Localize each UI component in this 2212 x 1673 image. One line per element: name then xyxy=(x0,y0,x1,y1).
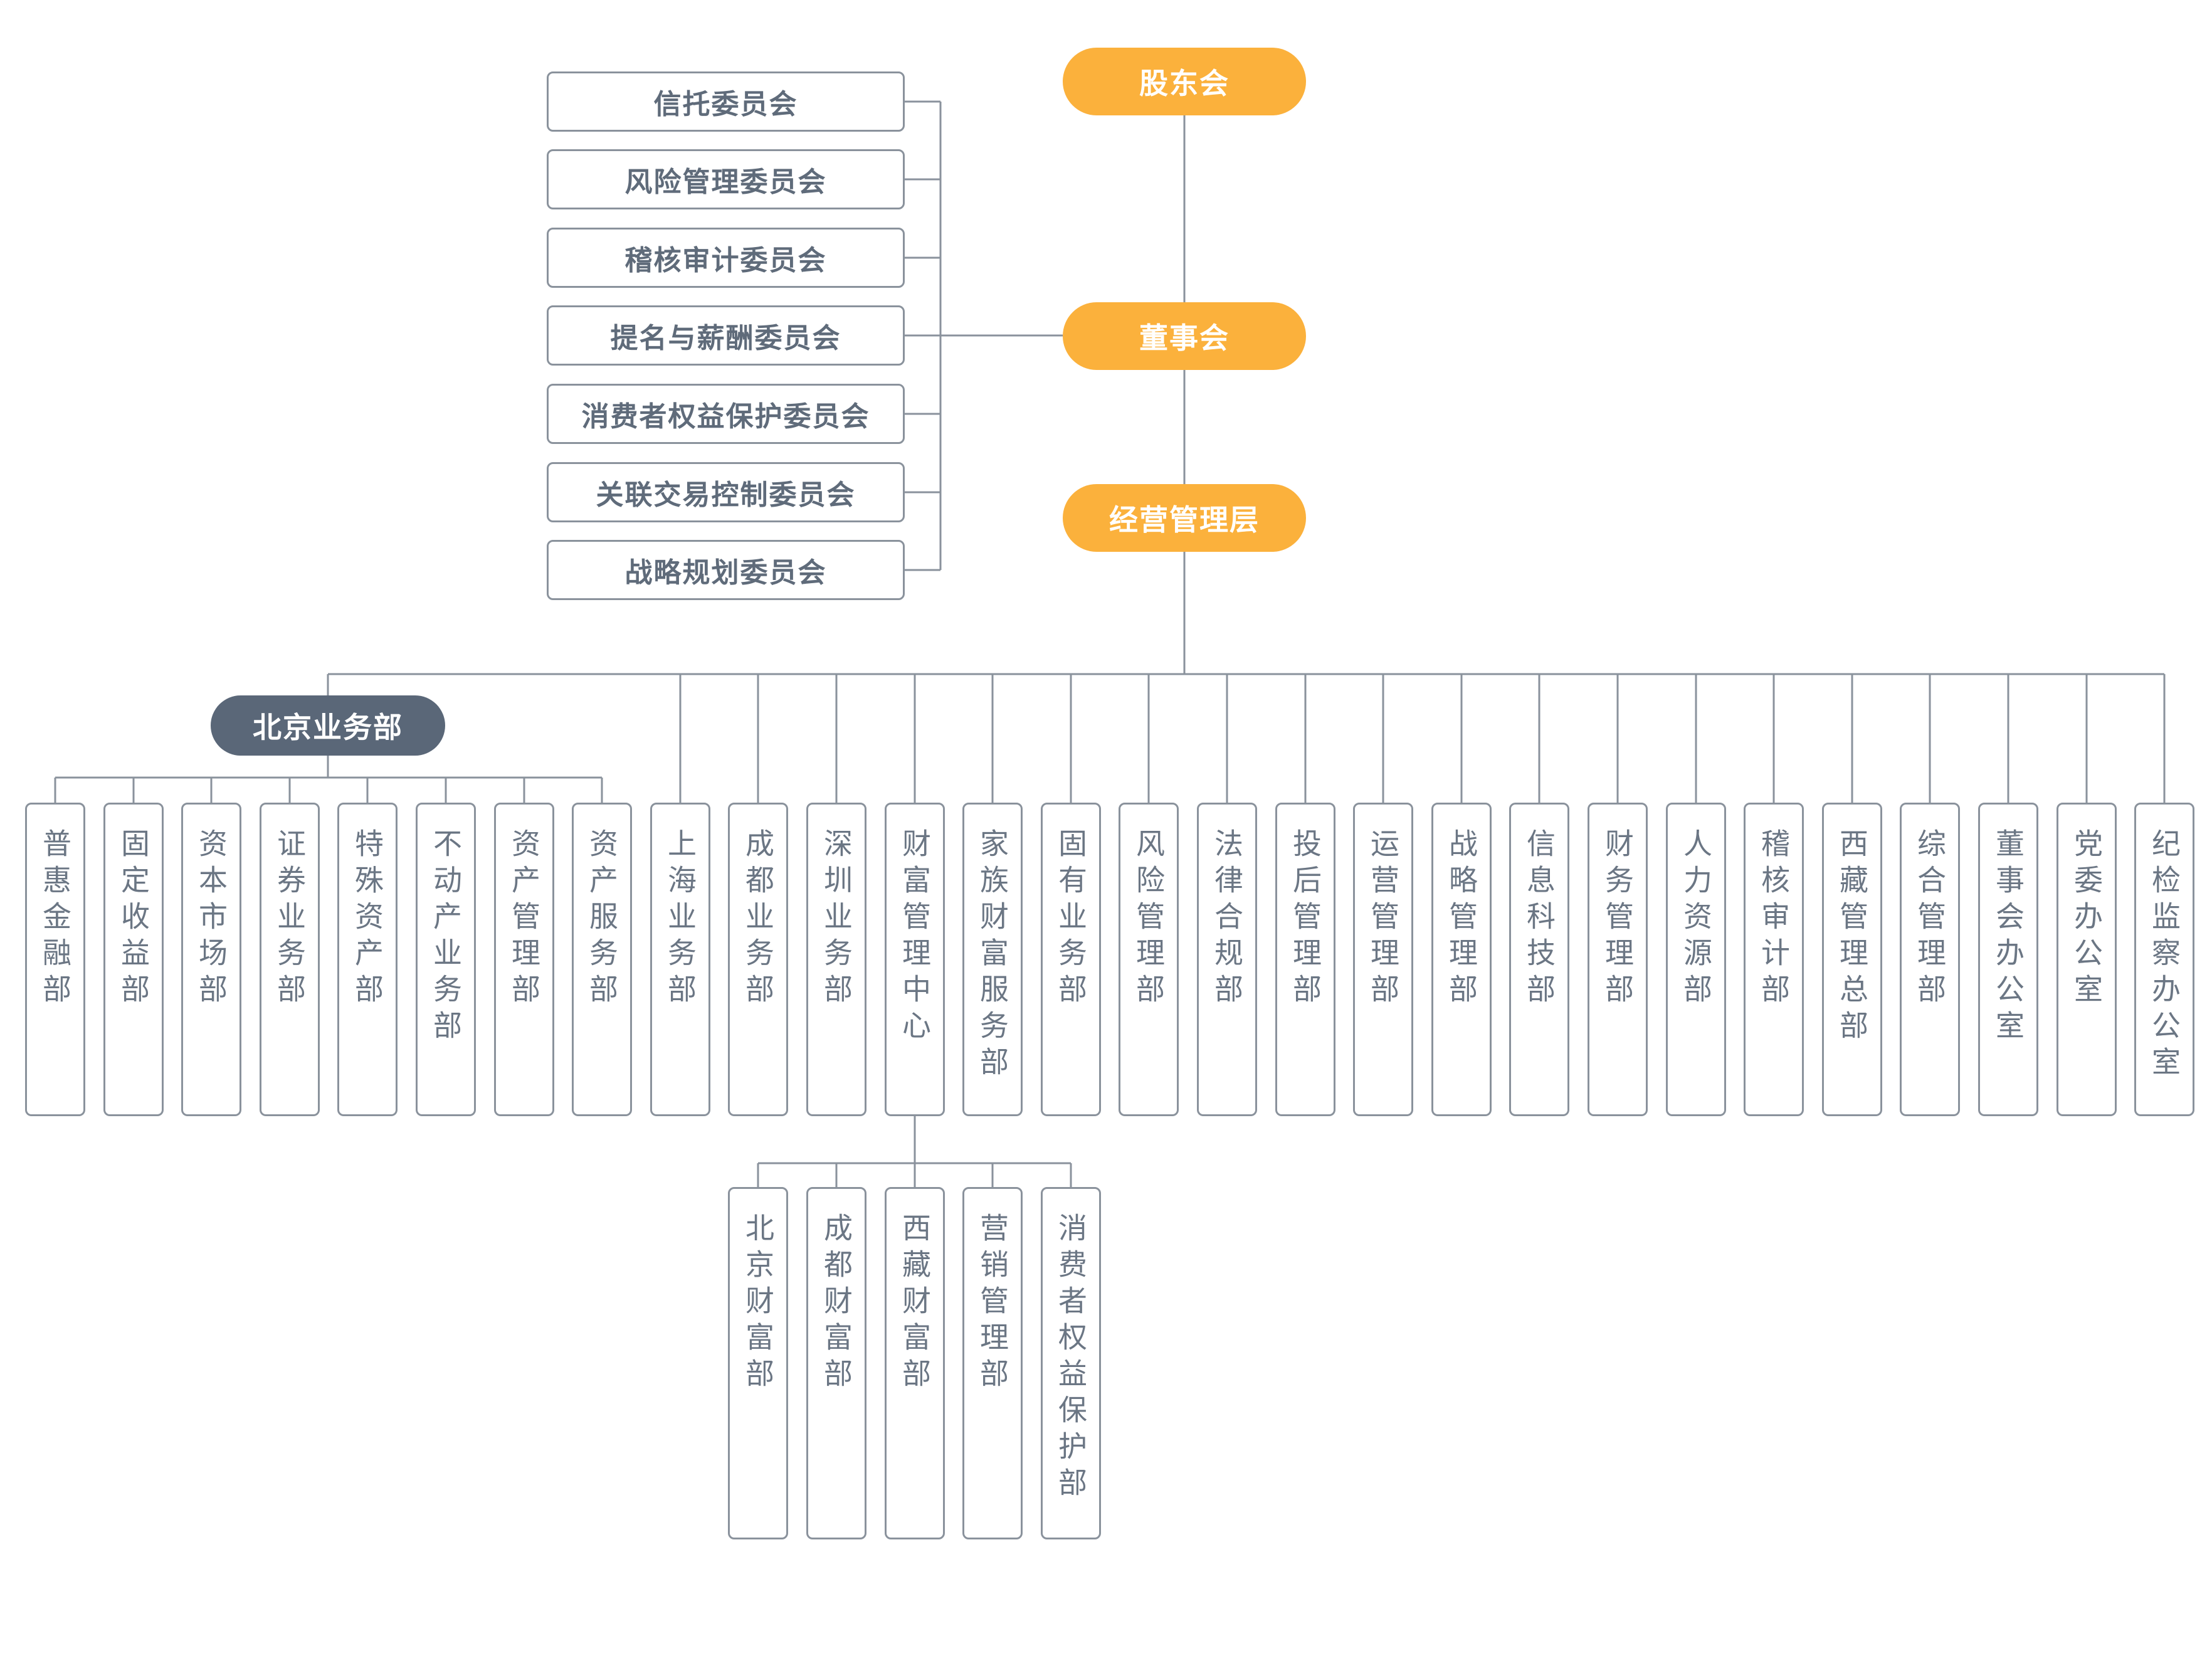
department-box: 信息科技部 xyxy=(1509,803,1569,1116)
committee-box: 消费者权益保护委员会 xyxy=(547,384,905,444)
department-box: 综合管理部 xyxy=(1900,803,1960,1116)
management-node: 经营管理层 xyxy=(1063,484,1306,552)
department-box: 深圳业务部 xyxy=(806,803,866,1116)
wealth-sub-label: 西藏财富部 xyxy=(898,1213,931,1395)
beijing-sub-box: 不动产业务部 xyxy=(416,803,476,1116)
wealth-sub-label: 营销管理部 xyxy=(976,1213,1009,1395)
board-label: 董事会 xyxy=(1139,322,1230,354)
committee-box: 风险管理委员会 xyxy=(547,149,905,209)
committee-label: 战略规划委员会 xyxy=(624,557,827,588)
beijing-sub-box: 证券业务部 xyxy=(260,803,320,1116)
beijing-sub-box: 普惠金融部 xyxy=(25,803,85,1116)
department-box: 法律合规部 xyxy=(1197,803,1257,1116)
wealth-sub-box: 消费者权益保护部 xyxy=(1041,1187,1101,1539)
committee-label: 提名与薪酬委员会 xyxy=(610,323,841,354)
committee-label: 关联交易控制委员会 xyxy=(596,480,856,510)
wealth-sub-box: 营销管理部 xyxy=(962,1187,1023,1539)
department-label: 风险管理部 xyxy=(1132,828,1165,1010)
department-label: 投后管理部 xyxy=(1289,828,1322,1010)
department-label: 普惠金融部 xyxy=(39,828,71,1010)
department-label: 资产管理部 xyxy=(508,828,540,1010)
committee-label: 稽核审计委员会 xyxy=(624,245,827,276)
shareholders-node: 股东会 xyxy=(1063,48,1306,115)
wealth-sub-box: 成都财富部 xyxy=(806,1187,866,1539)
committee-box: 关联交易控制委员会 xyxy=(547,462,905,522)
department-label: 资产服务部 xyxy=(586,828,618,1010)
department-label: 财务管理部 xyxy=(1601,828,1634,1010)
department-box: 纪检监察办公室 xyxy=(2134,803,2194,1116)
beijing-sub-box: 特殊资产部 xyxy=(337,803,398,1116)
committee-label: 风险管理委员会 xyxy=(624,167,827,198)
department-label: 综合管理部 xyxy=(1914,828,1946,1010)
department-label: 深圳业务部 xyxy=(820,828,853,1010)
department-label: 纪检监察办公室 xyxy=(2148,828,2181,1083)
committee-box: 战略规划委员会 xyxy=(547,540,905,600)
department-box: 成都业务部 xyxy=(728,803,788,1116)
board-node: 董事会 xyxy=(1063,302,1306,370)
department-box: 人力资源部 xyxy=(1666,803,1726,1116)
department-label: 家族财富服务部 xyxy=(976,828,1009,1083)
management-label: 经营管理层 xyxy=(1109,504,1260,536)
wealth-sub-box: 北京财富部 xyxy=(728,1187,788,1539)
department-label: 人力资源部 xyxy=(1680,828,1712,1010)
beijing-dept-label: 北京业务部 xyxy=(253,711,403,744)
beijing-dept-node: 北京业务部 xyxy=(211,695,445,756)
department-box: 财富管理中心 xyxy=(885,803,945,1116)
department-box: 党委办公室 xyxy=(2057,803,2117,1116)
shareholders-label: 股东会 xyxy=(1139,67,1230,100)
department-label: 运营管理部 xyxy=(1367,828,1399,1010)
department-label: 稽核审计部 xyxy=(1757,828,1790,1010)
department-label: 成都业务部 xyxy=(742,828,774,1010)
department-label: 特殊资产部 xyxy=(351,828,384,1010)
wealth-sub-label: 成都财富部 xyxy=(820,1213,853,1395)
department-label: 西藏管理总部 xyxy=(1836,828,1868,1047)
department-box: 固有业务部 xyxy=(1041,803,1101,1116)
beijing-sub-box: 资产服务部 xyxy=(572,803,632,1116)
department-label: 财富管理中心 xyxy=(898,828,931,1047)
department-box: 风险管理部 xyxy=(1119,803,1179,1116)
department-box: 家族财富服务部 xyxy=(962,803,1023,1116)
department-label: 不动产业务部 xyxy=(429,828,462,1047)
department-box: 战略管理部 xyxy=(1431,803,1492,1116)
wealth-sub-box: 西藏财富部 xyxy=(885,1187,945,1539)
department-label: 法律合规部 xyxy=(1211,828,1243,1010)
beijing-sub-box: 资本市场部 xyxy=(181,803,241,1116)
department-label: 资本市场部 xyxy=(195,828,228,1010)
wealth-sub-label: 北京财富部 xyxy=(742,1213,774,1395)
department-label: 信息科技部 xyxy=(1523,828,1556,1010)
committee-box: 稽核审计委员会 xyxy=(547,228,905,288)
department-label: 证券业务部 xyxy=(273,828,306,1010)
beijing-sub-box: 固定收益部 xyxy=(103,803,164,1116)
department-box: 投后管理部 xyxy=(1275,803,1335,1116)
department-box: 上海业务部 xyxy=(650,803,710,1116)
wealth-sub-label: 消费者权益保护部 xyxy=(1055,1213,1087,1504)
department-box: 稽核审计部 xyxy=(1744,803,1804,1116)
department-label: 党委办公室 xyxy=(2070,828,2103,1010)
department-box: 西藏管理总部 xyxy=(1822,803,1882,1116)
department-label: 固有业务部 xyxy=(1055,828,1087,1010)
department-box: 运营管理部 xyxy=(1353,803,1413,1116)
committee-label: 信托委员会 xyxy=(653,89,798,120)
department-label: 固定收益部 xyxy=(117,828,150,1010)
department-label: 上海业务部 xyxy=(664,828,697,1010)
department-label: 战略管理部 xyxy=(1445,828,1478,1010)
committee-box: 信托委员会 xyxy=(547,71,905,132)
beijing-sub-box: 资产管理部 xyxy=(494,803,554,1116)
department-box: 财务管理部 xyxy=(1588,803,1648,1116)
department-label: 董事会办公室 xyxy=(1992,828,2025,1047)
department-box: 董事会办公室 xyxy=(1978,803,2038,1116)
committee-box: 提名与薪酬委员会 xyxy=(547,305,905,366)
committee-label: 消费者权益保护委员会 xyxy=(581,401,870,432)
